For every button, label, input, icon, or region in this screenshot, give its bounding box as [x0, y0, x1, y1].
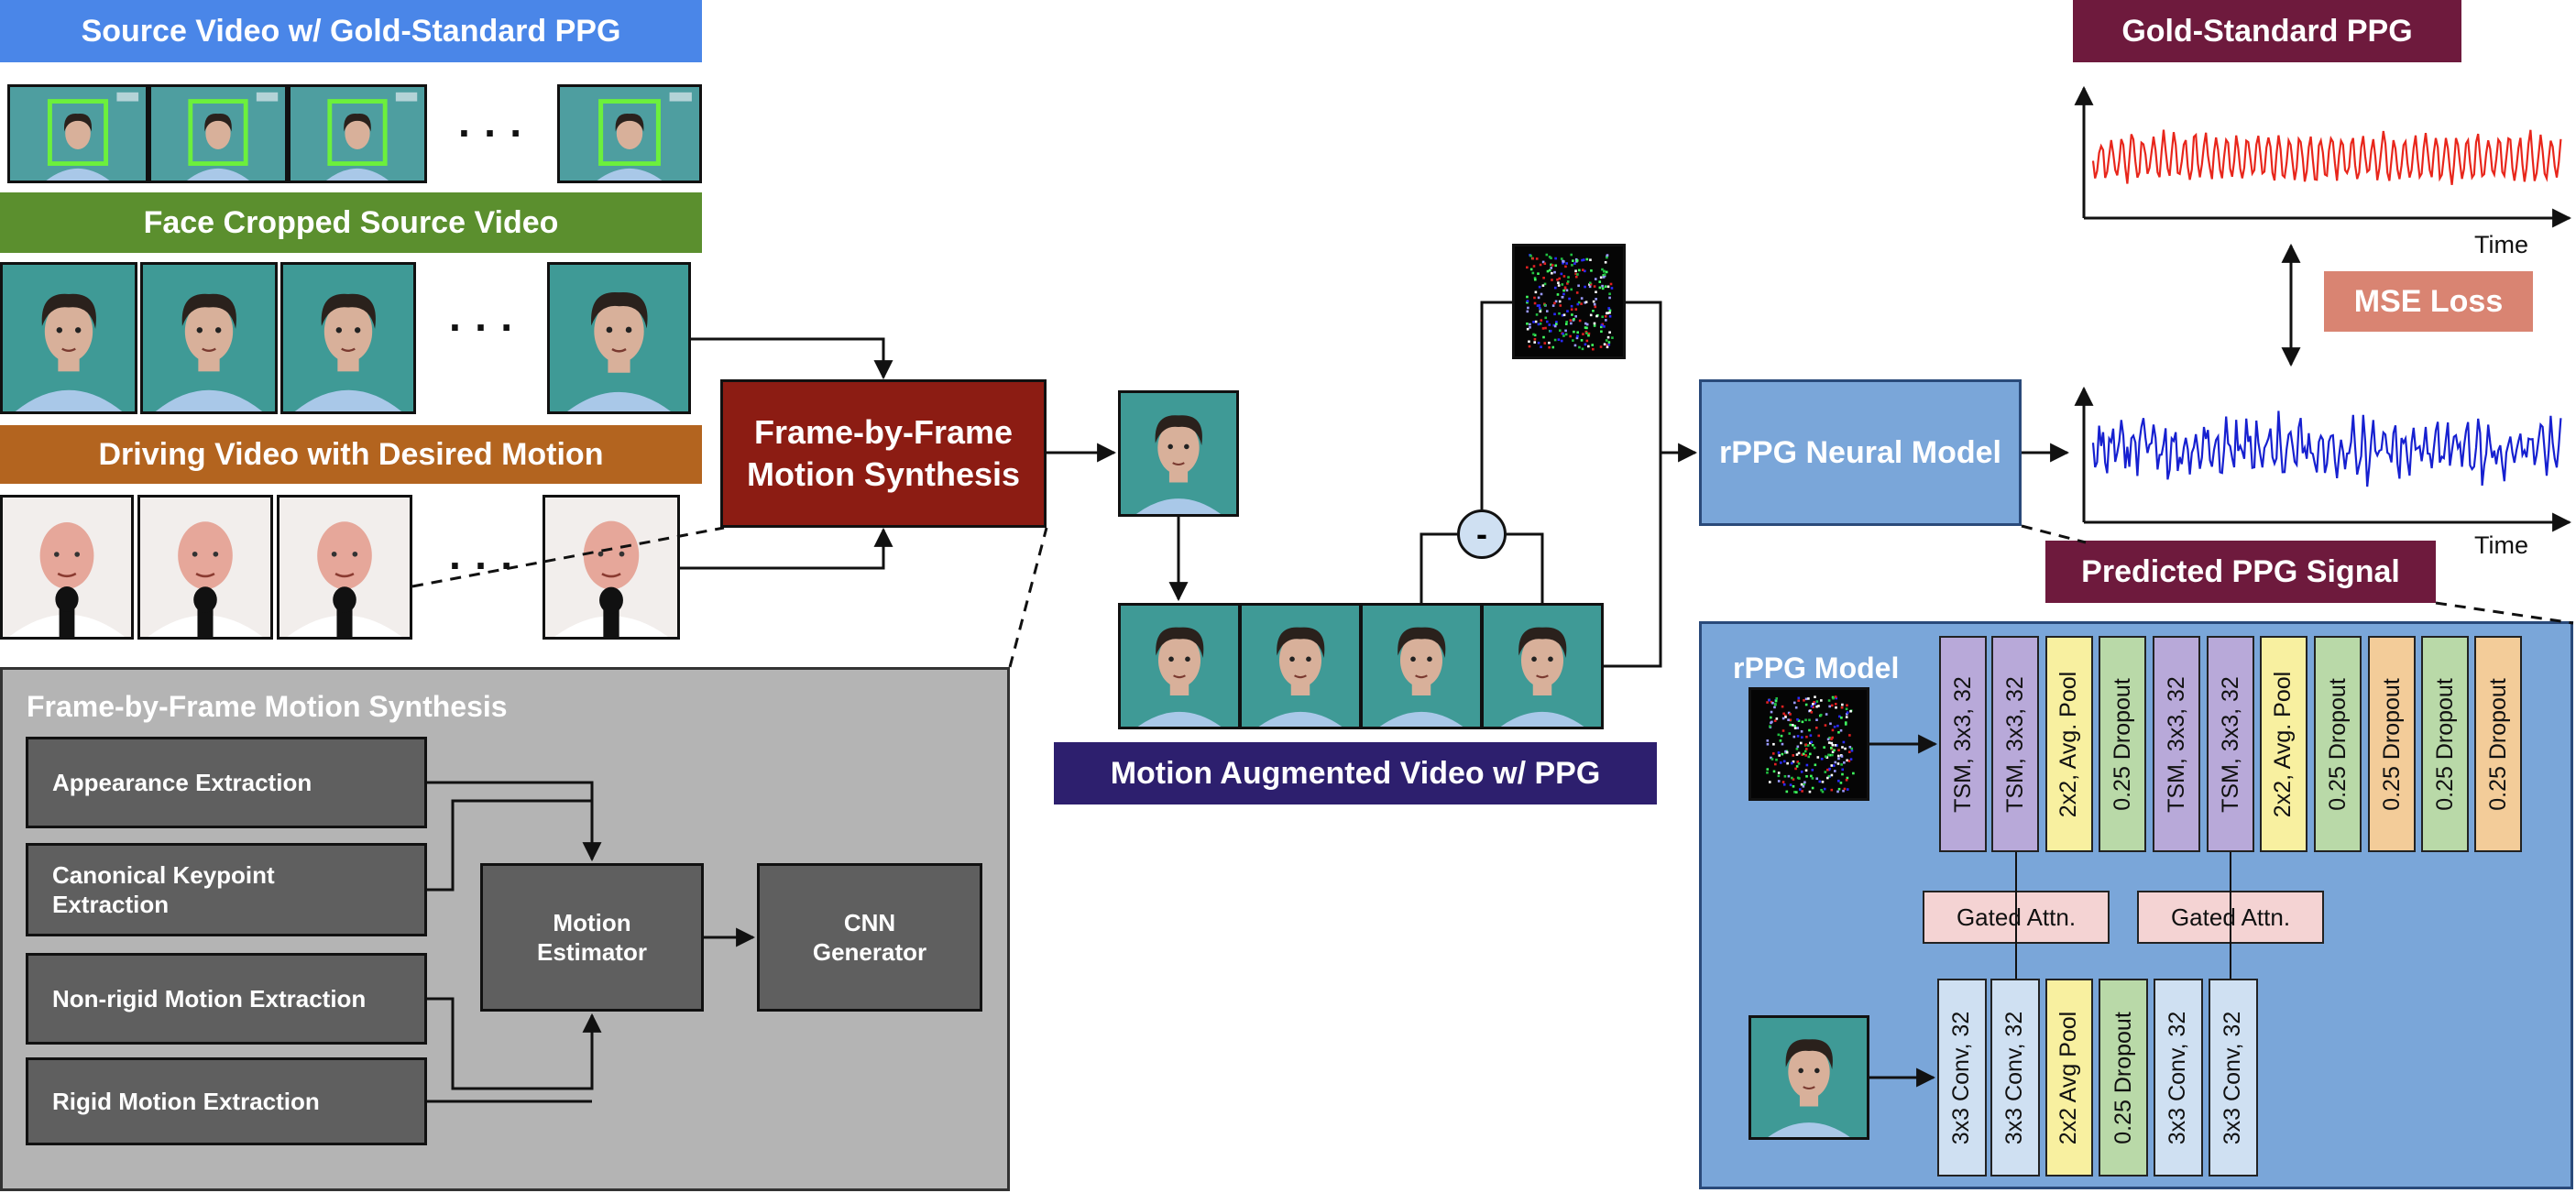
motion-synthesis-box: Frame-by-Frame Motion Synthesis: [720, 379, 1047, 528]
rigid-motion-label: Rigid Motion Extraction: [52, 1087, 320, 1115]
top-layer: TSM, 3x3, 32: [1939, 636, 1987, 852]
line-nonrigid-to-estimator: [427, 997, 602, 1090]
top-layer: 0.25 Dropout: [2421, 636, 2469, 852]
source-frame: [148, 84, 288, 183]
line-augmented-to-rppg: [1604, 453, 1662, 668]
face-frame: [140, 262, 278, 414]
driving-video-title: Driving Video with Desired Motion: [98, 436, 604, 472]
top-layer: TSM, 3x3, 32: [1991, 636, 2039, 852]
driving-frame: [543, 495, 680, 640]
top-layer: TSM, 3x3, 32: [2207, 636, 2254, 852]
gold-ppg-title: Gold-Standard PPG: [2121, 13, 2413, 49]
driving-frame: [137, 495, 273, 640]
rppg-neural-model-label: rPPG Neural Model: [1719, 434, 2001, 470]
bottom-layer: 2x2 Avg Pool: [2045, 979, 2093, 1177]
arrow-driving-to-synthesis: [680, 527, 893, 570]
source-ellipsis: · · ·: [458, 109, 524, 157]
predicted-ppg-banner: Predicted PPG Signal: [2045, 541, 2436, 603]
driving-frame: [277, 495, 412, 640]
source-video-banner: Source Video w/ Gold-Standard PPG: [0, 0, 702, 62]
nonrigid-motion-box: Non-rigid Motion Extraction: [26, 953, 427, 1045]
minus-operator: -: [1457, 509, 1507, 559]
canonical-keypoint-box: Canonical Keypoint Extraction: [26, 843, 427, 936]
difference-frame: [1512, 244, 1626, 359]
face-cropped-title: Face Cropped Source Video: [143, 204, 559, 240]
bottom-layer: 3x3 Conv, 32: [1990, 979, 2040, 1177]
source-frame: [557, 84, 702, 183]
top-layer: 0.25 Dropout: [2099, 636, 2146, 852]
bottom-layer: 3x3 Conv, 32: [2154, 979, 2203, 1177]
bottom-layer: 0.25 Dropout: [2099, 979, 2148, 1177]
mse-loss-label: MSE Loss: [2353, 283, 2504, 319]
mse-loss-box: MSE Loss: [2324, 271, 2533, 332]
nonrigid-motion-label: Non-rigid Motion Extraction: [52, 984, 367, 1012]
cnn-generator-box: CNN Generator: [757, 863, 982, 1012]
face-frame: [0, 262, 137, 414]
motion-estimator-line2: Estimator: [537, 938, 647, 966]
line-canonical-to-estimator: [427, 799, 592, 892]
top-layer: 2x2, Avg. Pool: [2045, 636, 2093, 852]
motion-synthesis-line1: Frame-by-Frame: [753, 413, 1014, 451]
face-ellipsis: · · ·: [449, 303, 515, 351]
canonical-keypoint-line1: Canonical Keypoint: [52, 861, 275, 889]
rppg-input-difference-frame: [1748, 687, 1869, 801]
source-video-title: Source Video w/ Gold-Standard PPG: [81, 13, 621, 49]
canonical-keypoint-line2: Extraction: [52, 891, 170, 918]
predicted-ppg-title: Predicted PPG Signal: [2081, 553, 2400, 589]
rigid-motion-box: Rigid Motion Extraction: [26, 1057, 427, 1145]
top-layer: 0.25 Dropout: [2474, 636, 2522, 852]
dashed-rppg-zoom-right: [2435, 601, 2574, 625]
rppg-input-appearance-frame: [1748, 1015, 1869, 1140]
top-layer: 0.25 Dropout: [2314, 636, 2362, 852]
bottom-layer: 3x3 Conv, 32: [2209, 979, 2258, 1177]
source-frame: [288, 84, 427, 183]
face-frame: [280, 262, 416, 414]
predicted-ppg-signal: [2091, 410, 2562, 487]
arrow-face-to-synthesis: [691, 337, 893, 380]
augmented-video-banner: Motion Augmented Video w/ PPG: [1054, 742, 1657, 804]
gold-ppg-signal: [2091, 129, 2562, 185]
motion-estimator-line1: Motion: [553, 909, 631, 936]
augmented-frame: [1360, 603, 1483, 729]
top-layer: TSM, 3x3, 32: [2153, 636, 2200, 852]
augmented-frame: [1481, 603, 1604, 729]
cnn-generator-line2: Generator: [812, 938, 927, 966]
rppg-neural-model-box: rPPG Neural Model: [1699, 379, 2022, 526]
motion-estimator-box: Motion Estimator: [480, 863, 704, 1012]
gold-time-label: Time: [2474, 231, 2528, 258]
augmented-video-title: Motion Augmented Video w/ PPG: [1110, 755, 1601, 791]
cnn-generator-line1: CNN: [843, 909, 896, 936]
driving-ellipsis: · · ·: [449, 542, 515, 589]
augmented-frame: [1118, 603, 1241, 729]
top-layer: 0.25 Dropout: [2368, 636, 2416, 852]
detail-panel-title: Frame-by-Frame Motion Synthesis: [27, 690, 508, 723]
bottom-layer: 3x3 Conv, 32: [1937, 979, 1987, 1177]
top-layer: 2x2, Avg. Pool: [2260, 636, 2307, 852]
predicted-time-label: Time: [2474, 531, 2528, 559]
face-cropped-banner: Face Cropped Source Video: [0, 192, 702, 253]
rppg-model-title: rPPG Model: [1733, 651, 1900, 684]
source-frame: [7, 84, 148, 183]
dashed-panel-zoom-left: [1008, 527, 1048, 668]
driving-frame: [0, 495, 134, 640]
driving-video-banner: Driving Video with Desired Motion: [0, 425, 702, 484]
appearance-extraction-box: Appearance Extraction: [26, 737, 427, 828]
dashed-driving-zoom: [411, 526, 725, 588]
synthesized-frame: [1118, 390, 1239, 517]
line-diff-to-rppg: [1626, 301, 1662, 453]
line-minus-to-diff: [1480, 301, 1512, 509]
minus-sign: -: [1476, 515, 1487, 553]
gold-ppg-banner: Gold-Standard PPG: [2073, 0, 2461, 62]
line-appearance-to-estimator: [427, 781, 602, 862]
dashed-panel-zoom-right: [2021, 524, 2087, 544]
line-frame3-to-minus: [1420, 532, 1457, 603]
motion-synthesis-line2: Motion Synthesis: [746, 455, 1021, 493]
face-frame: [547, 262, 691, 414]
appearance-extraction-label: Appearance Extraction: [52, 768, 312, 796]
line-frame4-to-minus: [1507, 532, 1544, 603]
